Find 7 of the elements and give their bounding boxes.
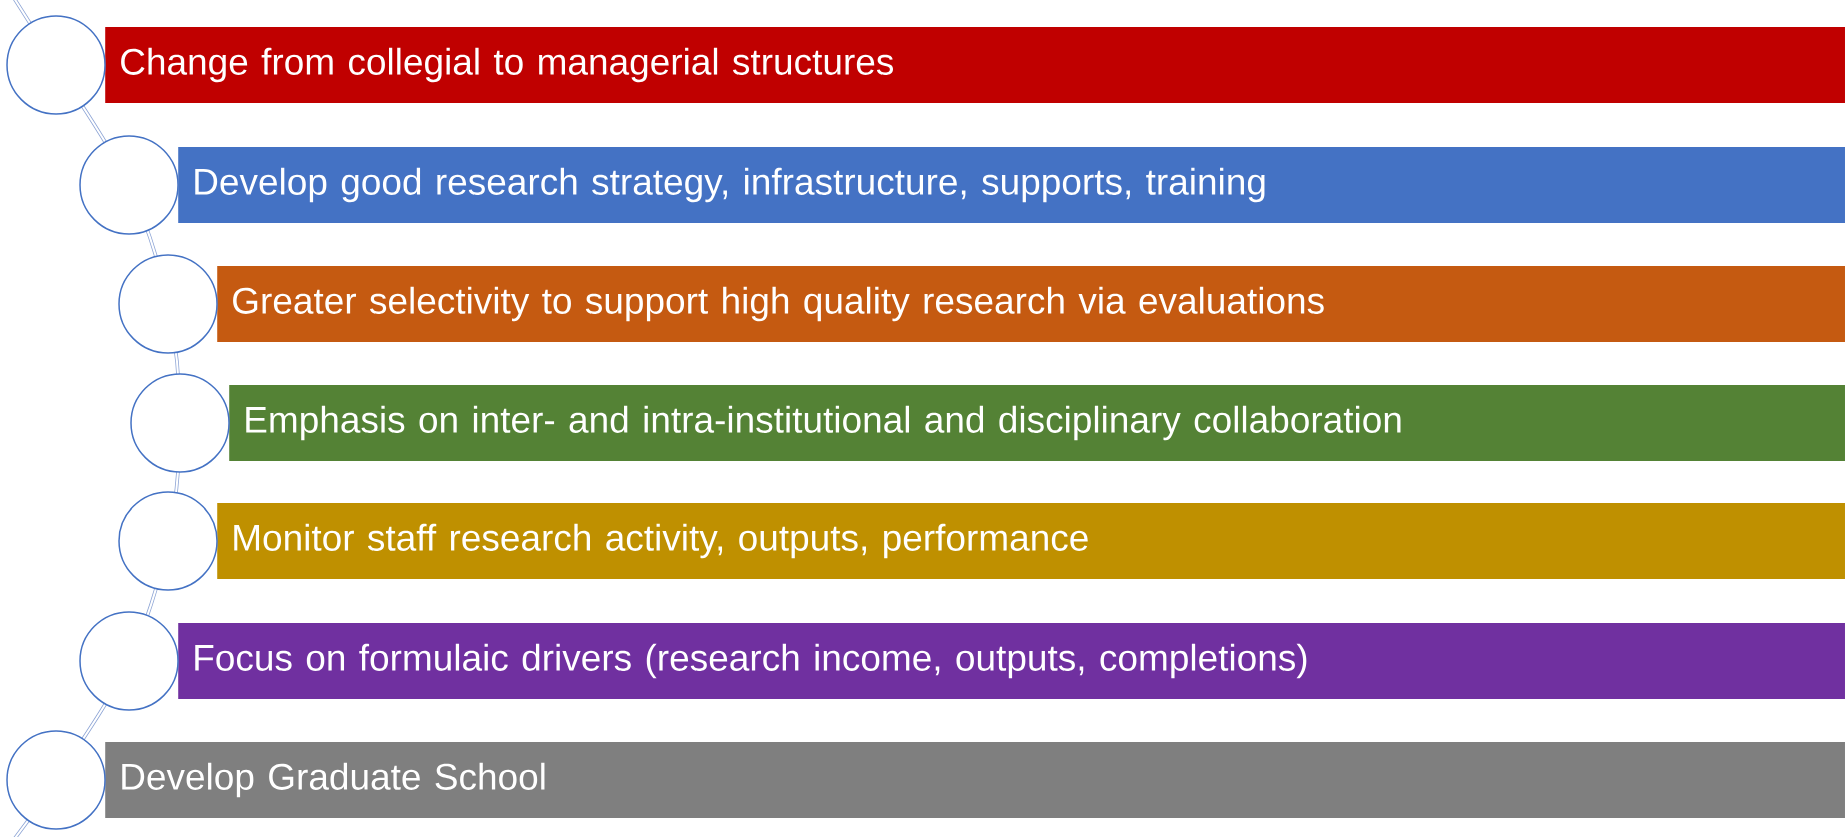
list-band: Change from collegial to managerial structures <box>105 27 1845 103</box>
list-band: Emphasis on inter- and intra-institutional and disciplinary collaboration <box>229 385 1845 461</box>
list-band: Greater selectivity to support high quality research via evaluations <box>217 266 1845 342</box>
list-band: Monitor staff research activity, outputs, performance <box>217 503 1845 579</box>
list-band: Focus on formulaic drivers (research income, outputs, completions) <box>178 623 1845 699</box>
list-band: Develop Graduate School <box>105 742 1845 818</box>
list-band: Develop good research strategy, infrastructure, supports, training <box>178 147 1845 223</box>
